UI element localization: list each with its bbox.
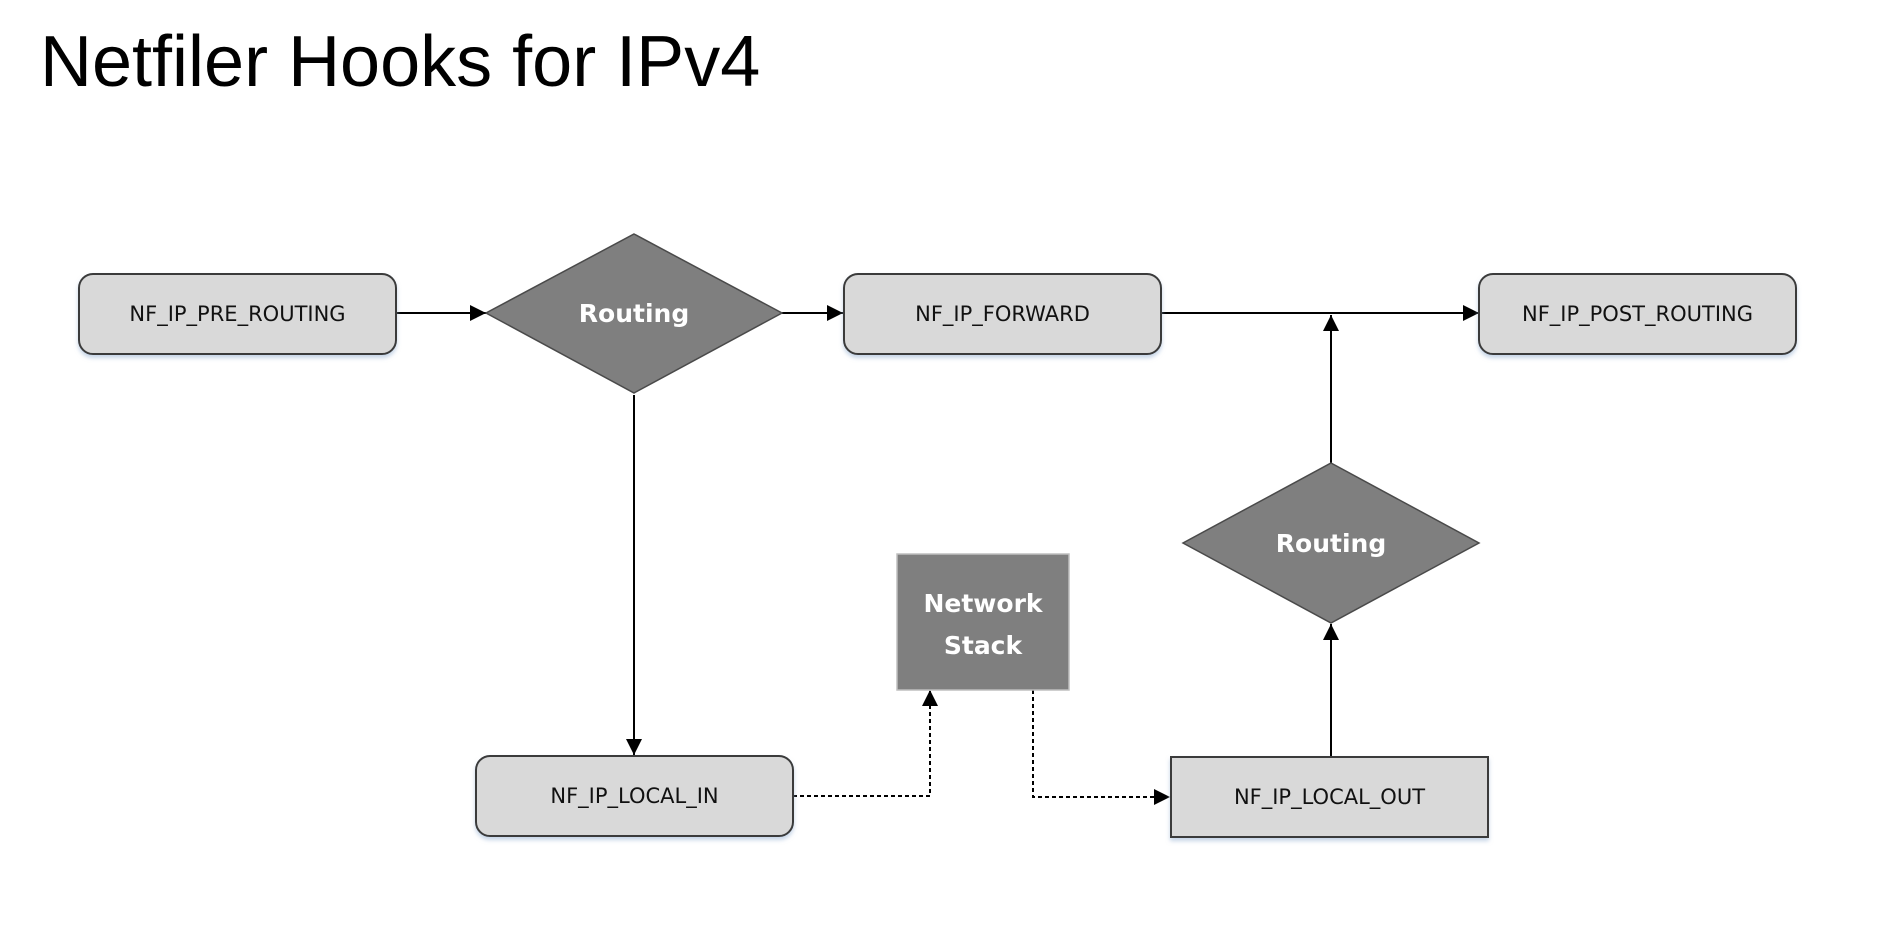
network-stack-box: Network Stack bbox=[896, 553, 1070, 691]
node-post-routing-label: NF_IP_POST_ROUTING bbox=[1522, 302, 1753, 327]
node-pre-routing: NF_IP_PRE_ROUTING bbox=[78, 273, 397, 355]
node-forward: NF_IP_FORWARD bbox=[843, 273, 1162, 355]
node-local-out-label: NF_IP_LOCAL_OUT bbox=[1234, 785, 1425, 810]
edge-local-in-to-network-stack bbox=[793, 690, 938, 797]
edge-network-stack-to-local-out bbox=[1032, 690, 1170, 805]
network-stack-label-line2: Stack bbox=[944, 631, 1024, 660]
node-pre-routing-label: NF_IP_PRE_ROUTING bbox=[129, 302, 345, 327]
slide-title: Netfiler Hooks for IPv4 bbox=[40, 22, 761, 102]
decision-routing-2-label: Routing bbox=[1276, 529, 1386, 558]
decision-routing-1-label: Routing bbox=[579, 299, 689, 328]
decision-routing-2: Routing bbox=[1181, 462, 1481, 624]
node-local-in: NF_IP_LOCAL_IN bbox=[475, 755, 794, 837]
decision-routing-1: Routing bbox=[484, 233, 784, 394]
node-forward-label: NF_IP_FORWARD bbox=[915, 302, 1090, 327]
network-stack-label-line1: Network bbox=[923, 589, 1043, 618]
node-local-out: NF_IP_LOCAL_OUT bbox=[1170, 756, 1489, 838]
node-post-routing: NF_IP_POST_ROUTING bbox=[1478, 273, 1797, 355]
edges bbox=[396, 305, 1479, 805]
node-local-in-label: NF_IP_LOCAL_IN bbox=[550, 784, 718, 809]
